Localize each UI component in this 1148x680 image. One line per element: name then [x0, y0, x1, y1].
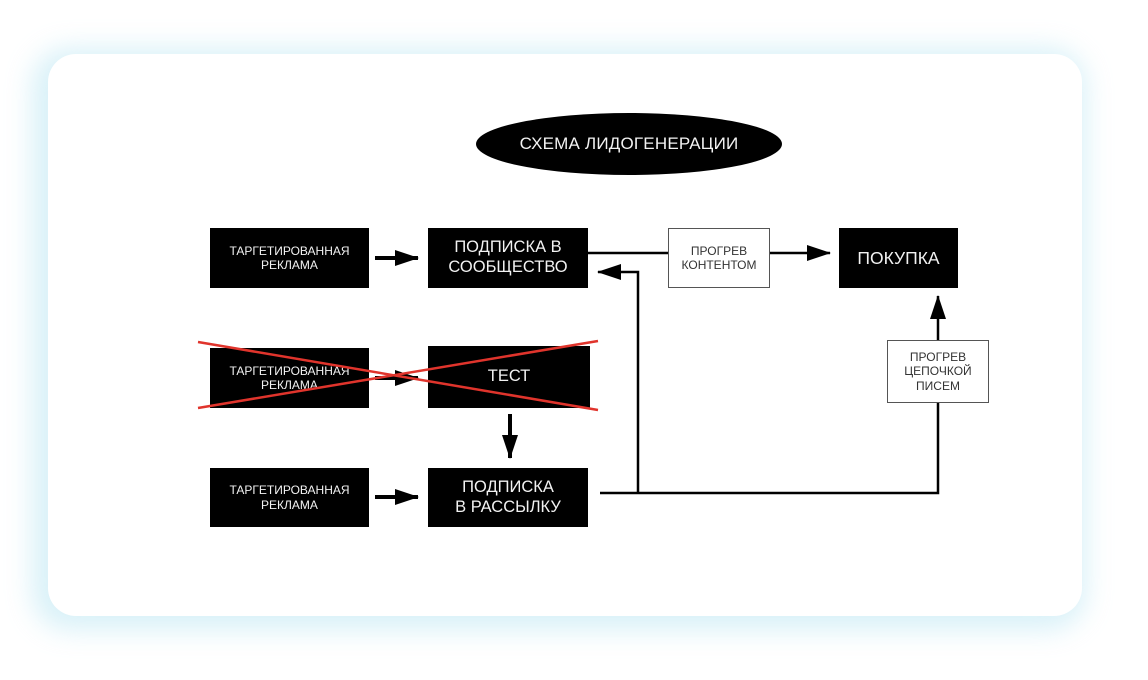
- cross-out-line-1: [197, 340, 599, 412]
- node-purchase: ПОКУПКА: [839, 228, 958, 288]
- node-warmup-emails: ПРОГРЕВ ЦЕПОЧКОЙ ПИСЕМ: [887, 340, 989, 403]
- diagram-title: СХЕМА ЛИДОГЕНЕРАЦИИ: [476, 113, 782, 175]
- cross-out-line-2: [197, 339, 599, 410]
- node-targeted-ads-1: ТАРГЕТИРОВАННАЯ РЕКЛАМА: [210, 228, 369, 288]
- arrow-newsletter-back-to-community: [597, 264, 640, 493]
- node-targeted-ads-3: ТАРГЕТИРОВАННАЯ РЕКЛАМА: [210, 468, 369, 527]
- line-newsletter-to-emails: [600, 403, 940, 495]
- diagram-title-text: СХЕМА ЛИДОГЕНЕРАЦИИ: [519, 134, 739, 153]
- node-subscribe-community: ПОДПИСКА В СООБЩЕСТВО: [428, 228, 588, 288]
- node-warmup-content: ПРОГРЕВ КОНТЕНТОМ: [668, 228, 770, 288]
- node-subscribe-newsletter: ПОДПИСКА В РАССЫЛКУ: [428, 468, 588, 527]
- node-targeted-ads-2: ТАРГЕТИРОВАННАЯ РЕКЛАМА: [210, 348, 369, 408]
